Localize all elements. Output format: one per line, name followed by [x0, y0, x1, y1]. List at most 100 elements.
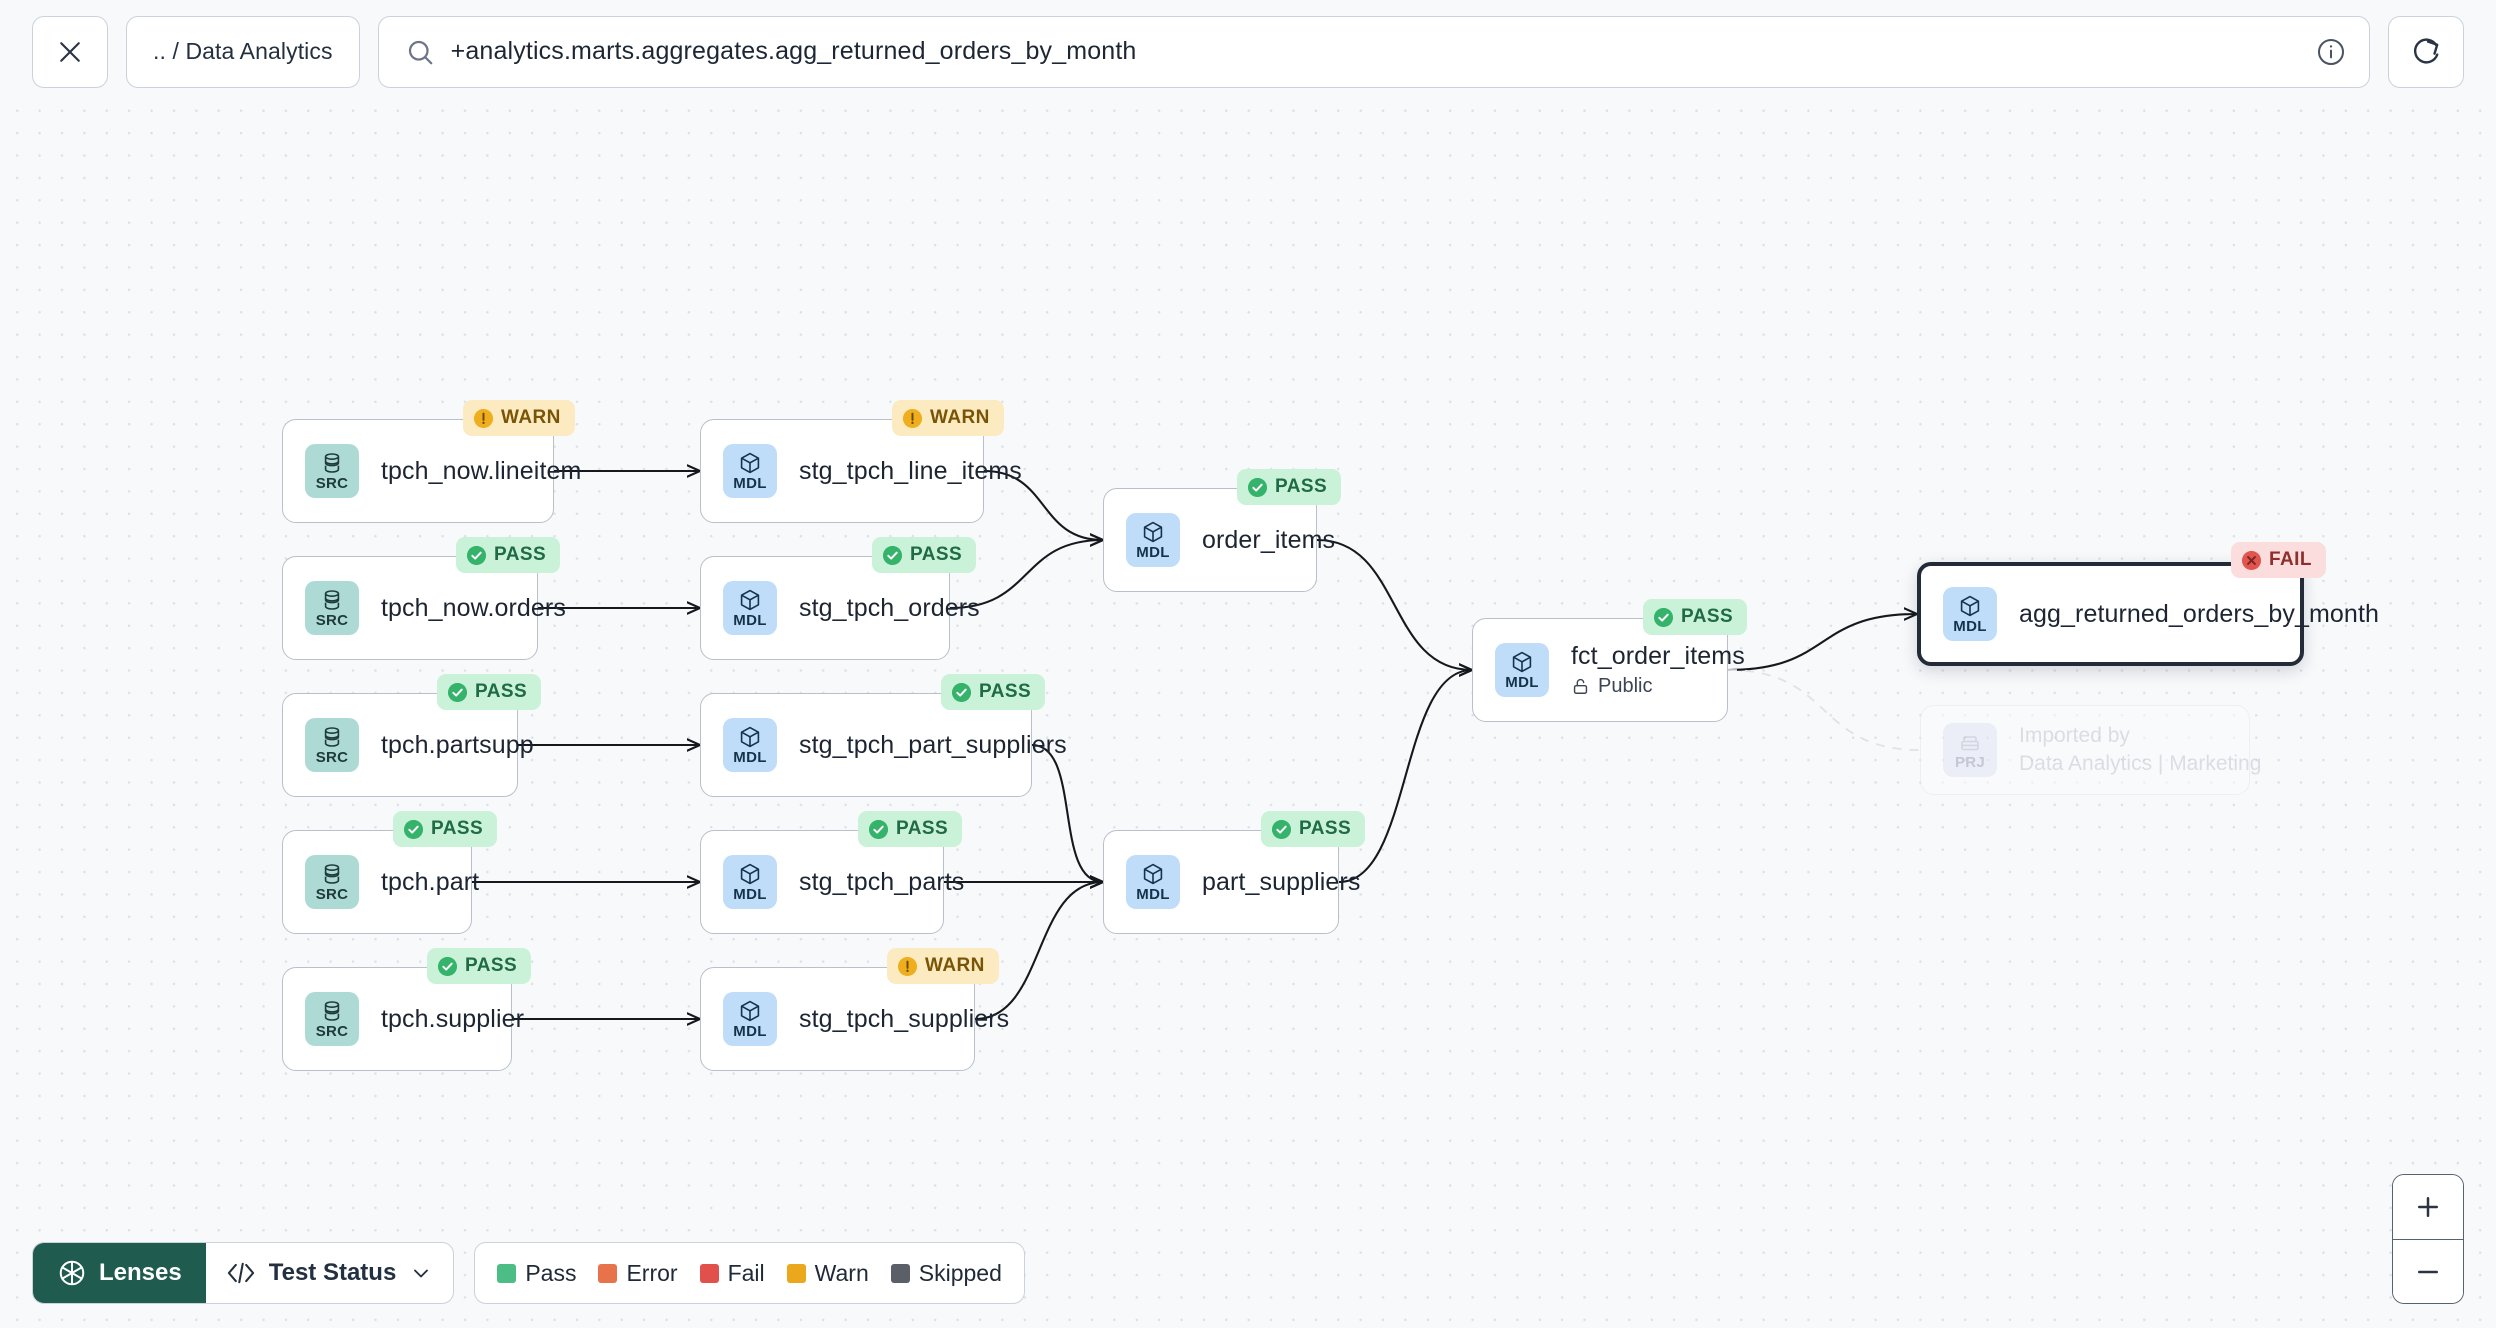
lenses-button[interactable]: Lenses: [33, 1243, 206, 1303]
graph-node-tpch_now_orders[interactable]: SRC tpch_now.orders: [282, 556, 566, 660]
status-badge-label: PASS: [979, 681, 1032, 702]
node-type-badge-mdl: MDL: [723, 992, 777, 1046]
cube-icon: [740, 726, 760, 748]
node-text: tpch.part: [381, 867, 480, 897]
legend-item-warn[interactable]: Warn: [786, 1260, 869, 1287]
node-type-label: SRC: [315, 749, 349, 766]
lenses-label: Lenses: [99, 1259, 182, 1286]
graph-node-tpch_partsupp[interactable]: SRC tpch.partsupp: [282, 693, 534, 797]
status-badge-stg_tpch_orders: PASS: [872, 537, 977, 573]
node-type-label: MDL: [1136, 544, 1170, 561]
zoom-in-button[interactable]: [2393, 1175, 2463, 1239]
status-badge-part_suppliers: PASS: [1261, 811, 1366, 847]
close-button[interactable]: [32, 15, 108, 88]
node-type-badge-mdl: MDL: [1495, 643, 1549, 697]
unlock-icon: [1573, 678, 1588, 694]
node-type-label: SRC: [315, 612, 349, 629]
node-title: tpch.part: [381, 867, 480, 896]
refresh-button[interactable]: [2388, 15, 2464, 88]
search-input[interactable]: +analytics.marts.aggregates.agg_returned…: [450, 37, 1137, 65]
graph-node-part_suppliers[interactable]: MDL part_suppliers: [1103, 830, 1360, 934]
legend-item-pass[interactable]: Pass: [497, 1260, 576, 1287]
graph-node-fct_order_items[interactable]: MDL fct_order_items Public: [1472, 618, 1745, 722]
node-text: order_items: [1202, 525, 1336, 555]
info-icon[interactable]: [2315, 36, 2347, 68]
edge-stg_tpch_part_suppliers-to-part_suppliers: [1031, 743, 1103, 882]
node-text: stg_tpch_parts: [799, 868, 964, 897]
node-type-label: SRC: [315, 475, 349, 492]
status-badge-tpch_partsupp: PASS: [437, 674, 542, 710]
check-circle-icon: [1654, 607, 1673, 627]
node-type-label: MDL: [733, 886, 767, 903]
legend-item-error[interactable]: Error: [598, 1260, 678, 1287]
database-icon: [324, 727, 340, 747]
graph-node-tpch_now_lineitem[interactable]: SRC tpch_now.lineitem: [282, 419, 581, 523]
node-type-label: SRC: [315, 1023, 349, 1040]
legend-item-fail[interactable]: Fail: [699, 1260, 765, 1287]
edge-fct_order_items-to-agg_returned_orders_by_month: [1727, 614, 1917, 672]
node-type-badge-src: SRC: [305, 581, 359, 635]
status-badge-label: WARN: [925, 955, 985, 976]
graph-node-agg_returned_orders_by_month[interactable]: MDL agg_returned_orders_by_month: [1917, 562, 2379, 666]
zoom-out-button[interactable]: [2393, 1239, 2463, 1303]
graph-node-order_items[interactable]: MDL order_items: [1103, 488, 1336, 592]
node-text: stg_tpch_part_suppliers: [799, 730, 1067, 760]
legend-swatch: [699, 1263, 719, 1283]
graph-node-tpch_part[interactable]: SRC tpch.part: [282, 830, 480, 934]
node-text: stg_tpch_line_items: [799, 457, 1022, 486]
cube-icon: [1143, 521, 1163, 543]
status-badge-label: WARN: [930, 407, 990, 428]
node-caption-bottom: Data Analytics | Marketing: [2019, 752, 2262, 775]
node-text: agg_returned_orders_by_month: [2019, 600, 2379, 629]
legend-swatch: [786, 1263, 806, 1283]
error-circle-icon: [2242, 550, 2261, 570]
node-title: tpch_now.orders: [381, 593, 566, 622]
status-badge-label: PASS: [910, 544, 963, 565]
cube-icon: [740, 589, 760, 611]
node-type-badge-src: SRC: [305, 992, 359, 1046]
zoom-controls: [2392, 1174, 2464, 1304]
code-icon: [227, 1262, 254, 1284]
search-bar[interactable]: +analytics.marts.aggregates.agg_returned…: [377, 15, 2370, 88]
check-circle-icon: [438, 956, 457, 976]
status-badge-order_items: PASS: [1237, 469, 1342, 505]
node-title: fct_order_items: [1571, 642, 1745, 670]
graph-node-stg_tpch_part_suppliers[interactable]: MDL stg_tpch_part_suppliers: [700, 693, 1067, 797]
node-title: stg_tpch_suppliers: [799, 1004, 1010, 1033]
node-title: stg_tpch_part_suppliers: [799, 730, 1067, 759]
test-status-button[interactable]: Test Status: [206, 1243, 454, 1303]
database-icon: [324, 864, 340, 884]
chevron-down-icon[interactable]: [409, 1261, 433, 1285]
legend-label: Pass: [525, 1259, 577, 1286]
node-text: fct_order_items Public: [1571, 642, 1745, 698]
graph-node-imported_by_project[interactable]: PRJ Imported by Data Analytics | Marketi…: [1920, 705, 2262, 795]
breadcrumb[interactable]: .. / Data Analytics: [126, 15, 360, 88]
node-type-label: MDL: [733, 749, 767, 766]
node-type-label: MDL: [1953, 618, 1987, 635]
aperture-icon: [59, 1260, 85, 1286]
node-type-label: MDL: [733, 612, 767, 629]
node-type-badge-mdl: MDL: [723, 855, 777, 909]
warning-circle-icon: [474, 408, 493, 428]
node-text: tpch.supplier: [381, 1005, 524, 1034]
edge-order_items-to-fct_order_items: [1316, 538, 1472, 670]
legend-swatch: [497, 1263, 517, 1283]
node-title: order_items: [1202, 525, 1336, 554]
status-badge-fct_order_items: PASS: [1643, 599, 1748, 635]
status-badge-label: PASS: [1681, 606, 1734, 627]
graph-node-stg_tpch_parts[interactable]: MDL stg_tpch_parts: [700, 830, 964, 934]
graph-node-stg_tpch_line_items[interactable]: MDL stg_tpch_line_items: [700, 419, 1022, 523]
minus-icon: [2418, 1270, 2438, 1273]
graph-node-stg_tpch_suppliers[interactable]: MDL stg_tpch_suppliers: [700, 967, 1010, 1071]
node-type-label: MDL: [733, 475, 767, 492]
legend-item-skipped[interactable]: Skipped: [890, 1260, 1002, 1287]
status-legend: Pass Error Fail Warn Skipped: [474, 1242, 1025, 1304]
graph-node-tpch_supplier[interactable]: SRC tpch.supplier: [282, 967, 524, 1071]
node-text: stg_tpch_suppliers: [799, 1004, 1010, 1034]
node-type-label: MDL: [1505, 674, 1539, 691]
node-type-badge-src: SRC: [305, 718, 359, 772]
test-status-label: Test Status: [268, 1259, 397, 1286]
graph-node-stg_tpch_orders[interactable]: MDL stg_tpch_orders: [700, 556, 980, 660]
